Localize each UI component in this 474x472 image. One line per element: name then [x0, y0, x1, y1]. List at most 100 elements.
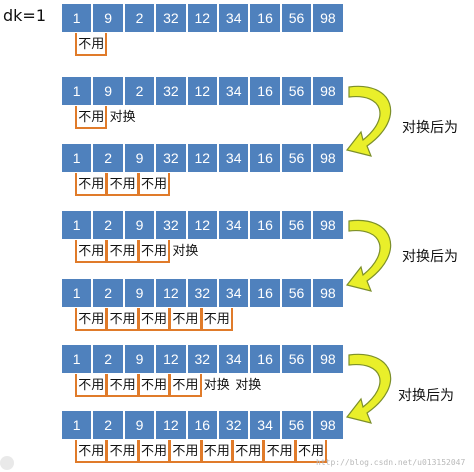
- no-swap-annotation: 不用: [200, 308, 233, 331]
- array-cell: 56: [280, 410, 313, 440]
- array-cell: 12: [186, 143, 218, 173]
- array-cell: 98: [312, 344, 344, 374]
- array-cell: 98: [312, 210, 344, 240]
- watermark-logo-icon: [0, 456, 14, 470]
- array-cell: 34: [218, 3, 250, 33]
- array-cell: 2: [92, 210, 124, 240]
- array-cell: 2: [123, 3, 156, 33]
- curved-arrow-icon: [345, 353, 392, 424]
- no-swap-annotation: 不用: [75, 440, 108, 463]
- array-cell: 32: [155, 3, 187, 33]
- watermark: http://blog.csdn.net/u013152047: [316, 458, 466, 467]
- array-cell: 34: [218, 143, 250, 173]
- no-swap-annotation: 不用: [137, 173, 171, 196]
- no-swap-annotation: 不用: [169, 374, 202, 397]
- array-cell: 98: [312, 410, 344, 440]
- no-swap-annotation: 不用: [75, 173, 108, 196]
- array-cell: 2: [92, 410, 124, 440]
- no-swap-annotation: 不用: [106, 440, 139, 463]
- no-swap-annotation: 不用: [106, 374, 139, 397]
- no-swap-annotation: 不用: [106, 173, 139, 196]
- array-cell: 9: [92, 76, 124, 106]
- array-cell: 98: [312, 278, 344, 308]
- array-cell: 16: [186, 410, 218, 440]
- array-cell: 56: [280, 76, 313, 106]
- array-cell: 2: [123, 76, 156, 106]
- array-cell: 12: [186, 76, 218, 106]
- array-cell: 9: [123, 344, 156, 374]
- array-cell: 56: [280, 210, 313, 240]
- array-cell: 32: [155, 210, 187, 240]
- swap-annotation: 对换: [172, 244, 199, 259]
- array-cell: 32: [218, 410, 250, 440]
- no-swap-annotation: 不用: [200, 440, 233, 463]
- array-cell: 56: [280, 143, 313, 173]
- array-cell: 34: [218, 210, 250, 240]
- array-cell: 2: [92, 344, 124, 374]
- no-swap-annotation: 不用: [263, 440, 296, 463]
- array-cell: 1: [61, 76, 93, 106]
- array-cell: 98: [312, 3, 344, 33]
- no-swap-annotation: 不用: [137, 440, 171, 463]
- curved-arrow-icon: [345, 85, 392, 157]
- swap-annotation: 对换: [235, 378, 262, 393]
- array-cell: 16: [249, 278, 281, 308]
- array-cell: 16: [249, 344, 281, 374]
- swap-result-label: 对换后为: [402, 120, 458, 136]
- array-cell: 34: [218, 278, 250, 308]
- array-cell: 56: [280, 3, 313, 33]
- no-swap-annotation: 不用: [137, 374, 171, 397]
- array-cell: 1: [61, 344, 93, 374]
- array-cell: 12: [155, 278, 187, 308]
- no-swap-annotation: 不用: [75, 106, 108, 129]
- dk-label: dk=1: [3, 6, 47, 25]
- swap-annotation: 对换: [203, 378, 230, 393]
- array-cell: 2: [92, 143, 124, 173]
- arrow-shape: [345, 219, 392, 292]
- array-cell: 98: [312, 143, 344, 173]
- no-swap-annotation: 不用: [106, 308, 139, 331]
- no-swap-annotation: 不用: [75, 374, 108, 397]
- no-swap-annotation: 不用: [169, 440, 202, 463]
- array-cell: 32: [186, 344, 218, 374]
- no-swap-annotation: 不用: [294, 440, 328, 463]
- array-cell: 12: [155, 410, 187, 440]
- curved-arrow-icon: [345, 219, 392, 292]
- no-swap-annotation: 不用: [75, 240, 108, 263]
- array-cell: 9: [123, 278, 156, 308]
- array-cell: 9: [123, 410, 156, 440]
- array-cell: 12: [186, 210, 218, 240]
- array-cell: 16: [249, 143, 281, 173]
- array-cell: 1: [61, 410, 93, 440]
- array-cell: 1: [61, 3, 93, 33]
- no-swap-annotation: 不用: [75, 308, 108, 331]
- array-cell: 34: [218, 76, 250, 106]
- array-cell: 9: [92, 3, 124, 33]
- array-cell: 16: [249, 210, 281, 240]
- array-cell: 56: [280, 344, 313, 374]
- array-cell: 98: [312, 76, 344, 106]
- no-swap-annotation: 不用: [137, 240, 171, 263]
- arrow-shape: [345, 353, 392, 424]
- array-cell: 16: [249, 3, 281, 33]
- array-cell: 34: [218, 344, 250, 374]
- swap-result-label: 对换后为: [398, 388, 454, 404]
- array-cell: 32: [186, 278, 218, 308]
- array-cell: 9: [123, 143, 156, 173]
- array-cell: 1: [61, 278, 93, 308]
- array-cell: 32: [155, 76, 187, 106]
- array-cell: 1: [61, 143, 93, 173]
- array-cell: 12: [155, 344, 187, 374]
- no-swap-annotation: 不用: [106, 240, 139, 263]
- array-cell: 56: [280, 278, 313, 308]
- array-cell: 9: [123, 210, 156, 240]
- swap-annotation: 对换: [109, 110, 136, 125]
- no-swap-annotation: 不用: [169, 308, 202, 331]
- array-cell: 1: [61, 210, 93, 240]
